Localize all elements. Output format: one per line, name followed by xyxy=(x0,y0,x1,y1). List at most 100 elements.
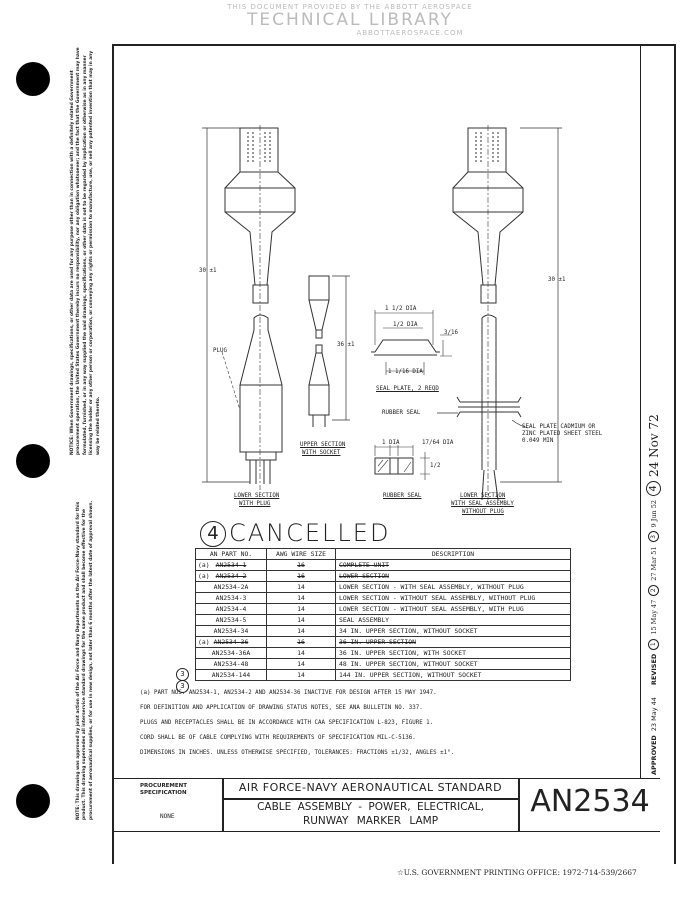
procurement-value: NONE xyxy=(160,813,175,820)
cell-part-no: AN2534-3 xyxy=(195,592,267,604)
punch-hole xyxy=(16,62,50,96)
seal-plate-outer-dia: 1 1/2 DIA xyxy=(385,306,417,312)
cell-awg: 14 xyxy=(266,592,336,604)
drawing-note: DIMENSIONS IN INCHES. UNLESS OTHERWISE S… xyxy=(140,750,455,756)
seal-plate-note-3: 0.049 MIN xyxy=(522,438,554,444)
seal-plate-note-2: ZINC PLATED SHEET STEEL xyxy=(522,431,603,437)
cell-description: LOWER SECTION - WITHOUT SEAL ASSEMBLY, W… xyxy=(335,592,571,604)
cell-description: LOWER SECTION - WITH SEAL ASSEMBLY, WITH… xyxy=(335,581,571,593)
title-block xyxy=(112,778,660,832)
seal-plate-height: 3/16 xyxy=(444,330,458,336)
lower-with-plug-line1: LOWER SECTION xyxy=(234,493,280,499)
dim-36: 36 ±1 xyxy=(337,342,355,348)
revision-number: 1 xyxy=(648,638,659,650)
cell-description: 144 IN. UPPER SECTION, WITHOUT SOCKET xyxy=(335,669,571,681)
cell-awg: 14 xyxy=(266,581,336,593)
revised-label: REVISED xyxy=(649,653,658,686)
revision-date: 27 Mar 51 xyxy=(649,546,658,581)
cell-awg: 14 xyxy=(266,614,336,626)
revision-column-divider xyxy=(640,44,641,779)
inactive-prefix: (a) xyxy=(198,638,210,646)
part-number: AN2534-144 xyxy=(211,671,251,679)
procurement-label: PROCUREMENT SPECIFICATION xyxy=(140,783,188,796)
cell-awg: 14 xyxy=(266,625,336,637)
upper-section-with-socket-drawing xyxy=(308,275,350,427)
cancelled-stamp: CANCELLED xyxy=(229,519,391,547)
revision-number: 3 xyxy=(648,531,659,543)
cell-description: 34 IN. UPPER SECTION, WITHOUT SOCKET xyxy=(335,625,571,637)
part-number: AN2534-36A xyxy=(211,649,251,657)
library-url: ABBOTTAEROSPACE.COM xyxy=(356,29,464,37)
revision-4-marker: 4 xyxy=(200,521,226,547)
cell-part-no: AN2534-48 xyxy=(195,658,267,670)
cell-description: COMPLETE UNIT xyxy=(335,559,571,571)
seal-plate-inner-dia: 1/2 DIA xyxy=(393,322,418,328)
revision-marker: 3 xyxy=(176,680,189,693)
lower-with-seal-line2: WITH SEAL ASSEMBLY xyxy=(451,501,514,507)
drawing-note: FOR DEFINITION AND APPLICATION OF DRAWIN… xyxy=(140,705,423,711)
part-number: AN2534-5 xyxy=(215,616,247,624)
cell-part-no: (a) AN2534-2 xyxy=(195,570,267,582)
seal-plate-drawing xyxy=(371,310,452,375)
drawing-frame xyxy=(112,44,676,864)
approved-label: APPROVED xyxy=(649,735,658,775)
title-line-2: RUNWAY MARKER LAMP xyxy=(302,815,439,827)
drawing-note: CORD SHALL BE OF CABLE COMPLYING WITH RE… xyxy=(140,735,416,741)
drawing-note: (a) PART NOS. AN2534-1, AN2534-2 AND AN2… xyxy=(140,690,437,696)
upper-with-socket-line2: WITH SOCKET xyxy=(302,450,341,456)
library-title: TECHNICAL LIBRARY xyxy=(247,10,453,30)
cell-part-no: AN2534-5 xyxy=(195,614,267,626)
rubber-seal-drawing xyxy=(374,445,430,480)
header-awg: AWG WIRE SIZE xyxy=(266,548,336,560)
provided-by-text: THIS DOCUMENT PROVIDED BY THE ABBOTT AER… xyxy=(227,3,473,11)
cell-part-no: AN2534-4 xyxy=(195,603,267,615)
rubber-seal-label: RUBBER SEAL xyxy=(383,493,422,499)
cell-description: LOWER SECTION xyxy=(335,570,571,582)
part-number: AN2534-1 xyxy=(215,561,247,569)
dim-30-right: 30 ±1 xyxy=(548,277,566,283)
printing-office-footer: ☆U.S. GOVERNMENT PRINTING OFFICE: 1972-7… xyxy=(397,868,637,877)
plug-label: PLUG xyxy=(213,348,227,354)
dim-30-left: 30 ±1 xyxy=(199,268,217,274)
cell-description: LOWER SECTION - WITHOUT SEAL ASSEMBLY, W… xyxy=(335,603,571,615)
part-number: AN2534-34 xyxy=(213,627,249,635)
drawing-note: PLUGS AND RECEPTACLES SHALL BE IN ACCORD… xyxy=(140,720,434,726)
part-number: AN2534-4 xyxy=(215,605,247,613)
part-number: AN2534-36 xyxy=(213,638,249,646)
cell-awg: 14 xyxy=(266,647,336,659)
part-number: AN2534-3 xyxy=(215,594,247,602)
standard-heading: AIR FORCE-NAVY AERONAUTICAL STANDARD xyxy=(238,781,503,794)
cell-part-no: AN2534-144 xyxy=(195,669,267,681)
punch-hole xyxy=(16,784,50,818)
cell-awg: 16 xyxy=(266,636,336,648)
cell-awg: 16 xyxy=(266,570,336,582)
drawing-number: AN2534 xyxy=(530,784,650,819)
parts-table: AN PART NO. AWG WIRE SIZE DESCRIPTION (a… xyxy=(195,548,571,681)
cell-awg: 14 xyxy=(266,603,336,615)
upper-with-socket-line1: UPPER SECTION xyxy=(300,442,346,448)
cell-part-no: AN2534-34 xyxy=(195,625,267,637)
cell-awg: 14 xyxy=(266,658,336,670)
revision-date: 9 Jun 52 xyxy=(649,499,658,528)
lower-section-with-seal-drawing xyxy=(437,125,562,501)
rubber-seal-pointer: RUBBER SEAL xyxy=(382,410,421,416)
lower-with-seal-line1: LOWER SECTION xyxy=(460,493,506,499)
part-number: AN2534-2 xyxy=(215,572,247,580)
cell-awg: 14 xyxy=(266,669,336,681)
revision-number: 2 xyxy=(648,584,659,596)
lower-with-seal-line3: WITHOUT PLUG xyxy=(462,509,504,515)
inactive-prefix: (a) xyxy=(198,572,210,580)
seal-plate-note-1: SEAL PLATE CADMIUM OR xyxy=(522,424,596,430)
cell-part-no: (a)AN2534-1 xyxy=(195,559,267,571)
lower-with-plug-line2: WITH PLUG xyxy=(239,501,271,507)
revision-date: 24 Nov 72 xyxy=(646,414,661,477)
